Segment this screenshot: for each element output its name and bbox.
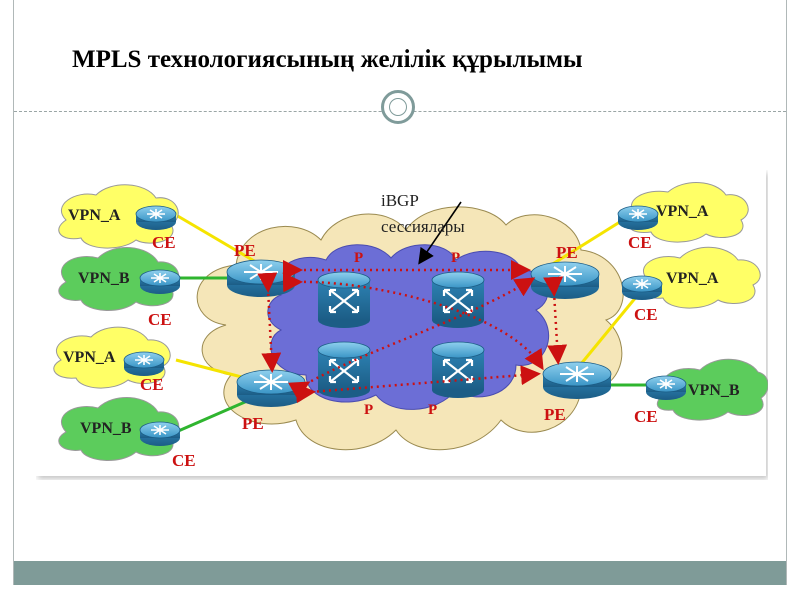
p-label: P <box>364 402 373 418</box>
ce-router-icon <box>135 205 177 231</box>
vpn-label: VPN_A <box>68 207 121 224</box>
vpn-label: VPN_B <box>80 420 132 437</box>
vpn-label: VPN_A <box>63 349 116 366</box>
pe-router-icon <box>542 361 612 400</box>
pe-router-icon <box>236 369 306 408</box>
footer-bar <box>14 561 786 585</box>
vpn-cloud-left-1: VPN_A <box>58 184 179 249</box>
pe-label: PE <box>556 243 578 262</box>
ce-router-icon <box>645 375 687 401</box>
vpn-cloud-right-1: VPN_A <box>628 182 749 243</box>
vpn-label: VPN_B <box>688 382 740 399</box>
p-switch-icon <box>316 270 372 330</box>
vpn-label: VPN_A <box>656 203 709 220</box>
pe-router-icon <box>530 261 600 300</box>
ce-label: CE <box>628 233 652 252</box>
vpn-label: VPN_A <box>666 270 719 287</box>
frame-left <box>13 0 14 585</box>
circle-ornament-icon <box>381 90 415 124</box>
pe-label: PE <box>234 241 256 260</box>
slide-title: MPLS технологиясының желілік құрылымы <box>72 46 583 73</box>
ce-label: CE <box>172 451 196 470</box>
pe-label: PE <box>242 414 264 433</box>
ce-label: CE <box>634 407 658 426</box>
vpn-label: VPN_B <box>78 270 130 287</box>
p-label: P <box>451 250 460 266</box>
p-switch-icon <box>430 270 486 330</box>
vpn-cloud-left-4: VPN_B <box>58 396 180 461</box>
annotation-line-1: iBGP <box>381 191 419 210</box>
ce-router-icon <box>617 205 659 231</box>
ce-label: CE <box>148 310 172 329</box>
vpn-cloud-right-2: VPN_A <box>640 246 761 309</box>
annotation-line-2: сессиялары <box>381 217 465 236</box>
p-label: P <box>354 250 363 266</box>
p-switch-icon <box>316 340 372 400</box>
ce-label: CE <box>140 375 164 394</box>
mpls-network-diagram: VPN_A VPN_B VPN_A VPN_B VPN_A VPN_A VPN_… <box>36 170 769 480</box>
pe-router-icon <box>226 259 296 298</box>
vpn-cloud-right-3: VPN_B <box>656 358 769 421</box>
ibgp-session-arrows <box>257 260 568 404</box>
ce-label: CE <box>634 305 658 324</box>
pe-label: PE <box>544 405 566 424</box>
annotation-pointer <box>418 201 462 265</box>
ce-label: CE <box>152 233 176 252</box>
p-switch-icon <box>430 340 486 400</box>
ce-router-icon <box>621 275 663 301</box>
p-label: P <box>428 402 437 418</box>
ce-router-icon <box>139 421 181 447</box>
frame-right <box>786 0 787 585</box>
vpn-cloud-left-2: VPN_B <box>58 246 180 311</box>
ce-router-icon <box>139 269 181 295</box>
ce-router-icon <box>123 351 165 377</box>
